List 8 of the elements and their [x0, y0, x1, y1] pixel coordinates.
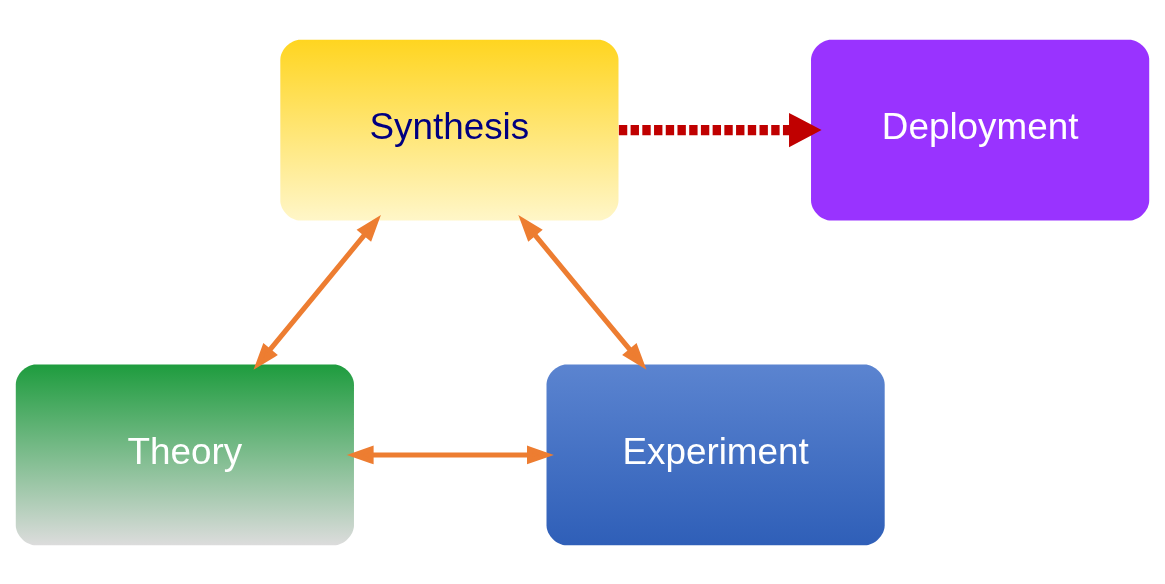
arrow: [253, 214, 381, 370]
node-box: Synthesis: [280, 39, 619, 220]
node-box: Experiment: [546, 364, 885, 545]
arrow: [618, 112, 822, 147]
arrow: [346, 445, 554, 464]
node-box: Deployment: [811, 39, 1150, 220]
arrow: [518, 214, 647, 370]
node-box: Theory: [15, 364, 354, 545]
